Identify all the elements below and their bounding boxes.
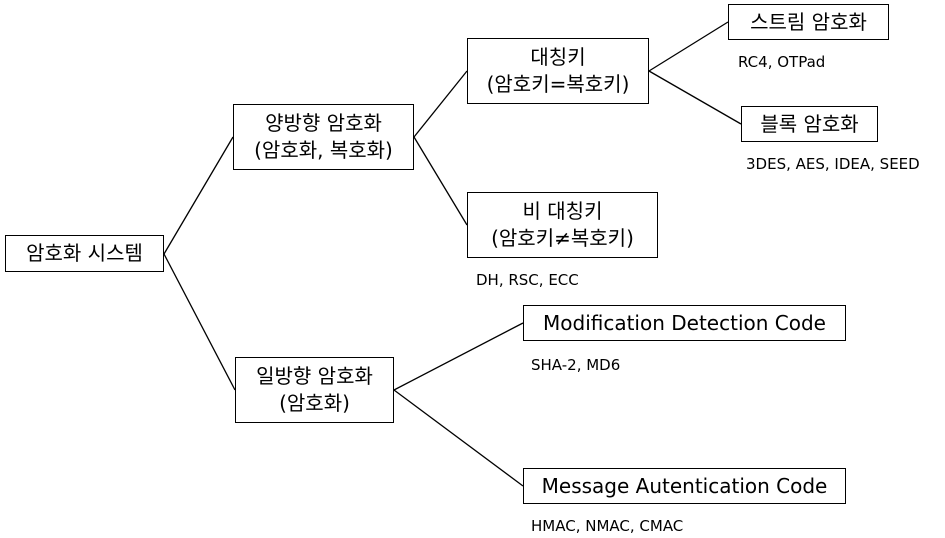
node-sublabel: (암호키≠복호키) — [491, 226, 634, 250]
node-encryption-system: 암호화 시스템 — [5, 235, 164, 272]
node-label: 블록 암호화 — [760, 111, 859, 136]
node-label: 대칭키 — [530, 45, 586, 69]
node-label: 비 대칭키 — [522, 199, 603, 223]
node-symmetric-key: 대칭키 (암호키=복호키) — [467, 38, 649, 104]
node-label: 양방향 암호화 — [265, 111, 382, 135]
node-two-way-encryption: 양방향 암호화 (암호화, 복호화) — [233, 104, 414, 170]
node-label: 스트림 암호화 — [750, 9, 867, 34]
note-block-examples: 3DES, AES, IDEA, SEED — [746, 155, 920, 173]
note-stream-examples: RC4, OTPad — [738, 53, 826, 71]
node-sublabel: (암호키=복호키) — [486, 72, 630, 96]
node-sublabel: (암호화, 복호화) — [254, 138, 393, 162]
node-block-cipher: 블록 암호화 — [741, 106, 878, 142]
note-asymmetric-examples: DH, RSC, ECC — [476, 271, 579, 289]
node-message-authentication-code: Message Autentication Code — [523, 468, 846, 504]
edge-one-mac — [393, 389, 524, 487]
node-sublabel: (암호화) — [279, 391, 350, 415]
node-label: Message Autentication Code — [541, 473, 828, 498]
node-label: Modification Detection Code — [543, 310, 826, 335]
node-label: 암호화 시스템 — [26, 241, 143, 265]
node-one-way-encryption: 일방향 암호화 (암호화) — [235, 357, 394, 423]
node-asymmetric-key: 비 대칭키 (암호키≠복호키) — [467, 192, 658, 258]
edge-two-asym — [413, 136, 468, 226]
edge-root-one — [163, 253, 236, 391]
edge-root-two — [163, 136, 234, 255]
note-mac-examples: HMAC, NMAC, CMAC — [531, 517, 684, 535]
edge-sym-block — [648, 70, 742, 125]
note-mdc-examples: SHA-2, MD6 — [531, 356, 621, 374]
edge-two-sym — [413, 70, 468, 138]
edge-one-mdc — [393, 322, 524, 391]
edge-sym-stream — [648, 21, 729, 72]
node-label: 일방향 암호화 — [256, 364, 373, 388]
node-stream-cipher: 스트림 암호화 — [728, 4, 889, 40]
node-modification-detection-code: Modification Detection Code — [523, 305, 846, 341]
